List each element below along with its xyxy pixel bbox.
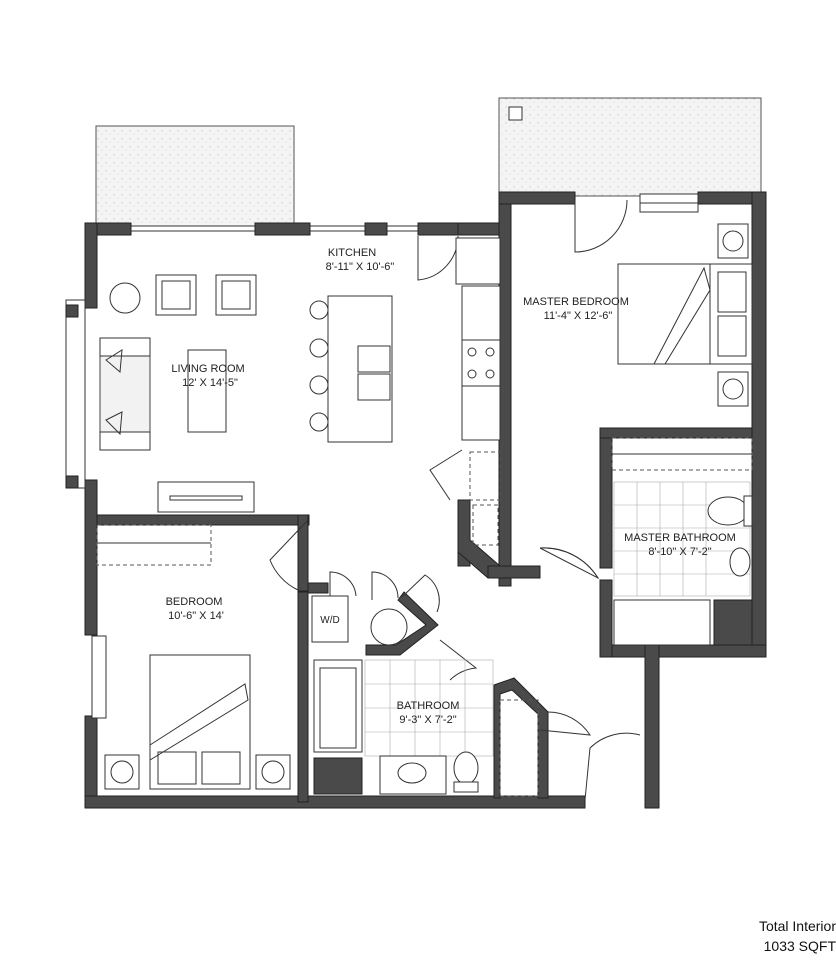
- patio-post: [508, 106, 523, 121]
- total-interior: Total Interior 1033 SQFT: [696, 916, 836, 956]
- top-windows: [131, 193, 699, 232]
- living-room-name: LIVING ROOM: [171, 363, 244, 375]
- living-room-size: 12' X 14'-5": [182, 377, 238, 389]
- bathroom-fixtures: [311, 595, 539, 797]
- bedroom-furniture: [91, 524, 291, 790]
- bed: [149, 654, 251, 790]
- vanity: [379, 755, 447, 795]
- living-furniture: [99, 274, 257, 513]
- washer-dryer-label: W/D: [320, 615, 339, 626]
- interior-walls: [96, 427, 753, 803]
- master-bedroom-name: MASTER BEDROOM: [523, 296, 629, 308]
- master-bedroom-size: 11'-4" X 12'-6": [544, 310, 613, 322]
- bedroom-name: BEDROOM: [166, 596, 223, 608]
- total-interior-value: 1033 SQFT: [763, 938, 836, 954]
- master-toilet: [707, 496, 749, 526]
- master-bed: [617, 263, 753, 365]
- master-bathroom-size: 8'-10" X 7'-2": [648, 546, 711, 558]
- fridge: [455, 237, 501, 285]
- side-table: [109, 282, 141, 314]
- bathtub: [313, 659, 363, 753]
- total-interior-label: Total Interior: [758, 918, 836, 934]
- bathroom-size: 9'-3" X 7'-2": [399, 714, 456, 726]
- coffee-table: [187, 349, 227, 433]
- master-sink: [729, 547, 751, 577]
- master-bedroom-furniture: [611, 223, 753, 471]
- bathroom-name: BATHROOM: [397, 700, 460, 712]
- kitchen-name: KITCHEN: [328, 247, 376, 259]
- bedroom-size: 10'-6" X 14': [168, 610, 224, 622]
- left-patio: [95, 125, 295, 227]
- kitchen-size: 8'-11" X 10'-6": [326, 261, 395, 273]
- tv-console: [157, 481, 255, 513]
- armchair-1: [155, 274, 197, 316]
- master-bathroom-name: MASTER BATHROOM: [624, 532, 736, 544]
- master-shower: [613, 599, 711, 646]
- washer-dryer: [311, 595, 349, 643]
- master-bathroom-fixtures: [613, 481, 753, 646]
- kitchen-furniture: [309, 237, 501, 546]
- armchair-2: [215, 274, 257, 316]
- toilet: [453, 751, 479, 785]
- right-patio: [498, 97, 762, 197]
